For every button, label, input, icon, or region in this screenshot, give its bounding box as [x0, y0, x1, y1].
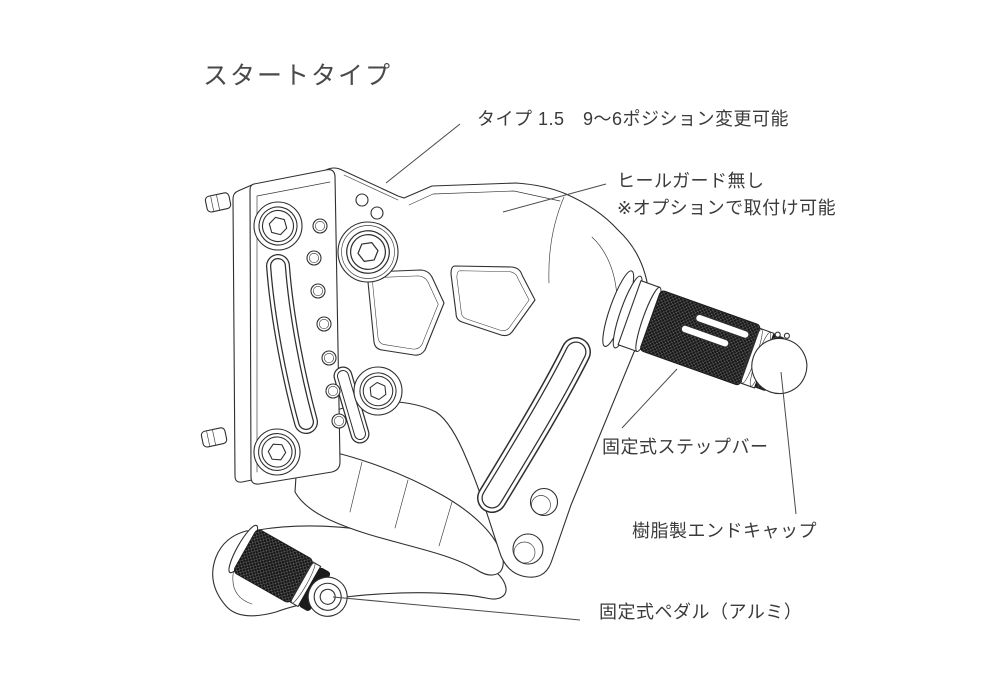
callout-heel-guard: ヒールガード無し ※オプションで取付け可能	[617, 168, 836, 222]
leader-step-bar	[621, 368, 678, 429]
callout-type-position: タイプ 1.5 9～6ポジション変更可能	[477, 109, 790, 129]
callout-end-cap: 樹脂製エンドキャップ	[632, 521, 817, 541]
resin-end-cap	[751, 337, 808, 395]
callout-step-bar: 固定式ステップバー	[602, 437, 769, 457]
position-adjust-holes	[306, 218, 347, 429]
foot-peg	[602, 270, 808, 395]
plate-slot-short	[333, 366, 370, 444]
page-title: スタートタイプ	[203, 62, 393, 90]
plate-slot-long	[266, 254, 318, 434]
leader-type-position	[385, 123, 461, 184]
leader-pedal	[332, 596, 581, 621]
plate-side-screw-bottom	[200, 427, 228, 448]
bracket-tip-holes	[512, 487, 559, 565]
callout-heel-guard-line2: ※オプションで取付け可能	[617, 198, 837, 218]
plate-side-screw-top	[204, 192, 232, 213]
pedal-knurl	[228, 524, 348, 617]
bracket-slot	[477, 337, 591, 513]
bracket-lower-arm	[294, 444, 504, 576]
leader-lines	[332, 123, 797, 621]
leader-heel-guard	[502, 183, 607, 213]
callout-heel-guard-line1: ヒールガード無し	[617, 171, 765, 191]
leader-end-cap	[780, 371, 797, 515]
callout-pedal: 固定式ペダル（アルミ）	[599, 602, 803, 622]
socket-bolts	[253, 193, 403, 476]
bracket-cutout-right	[450, 265, 536, 337]
